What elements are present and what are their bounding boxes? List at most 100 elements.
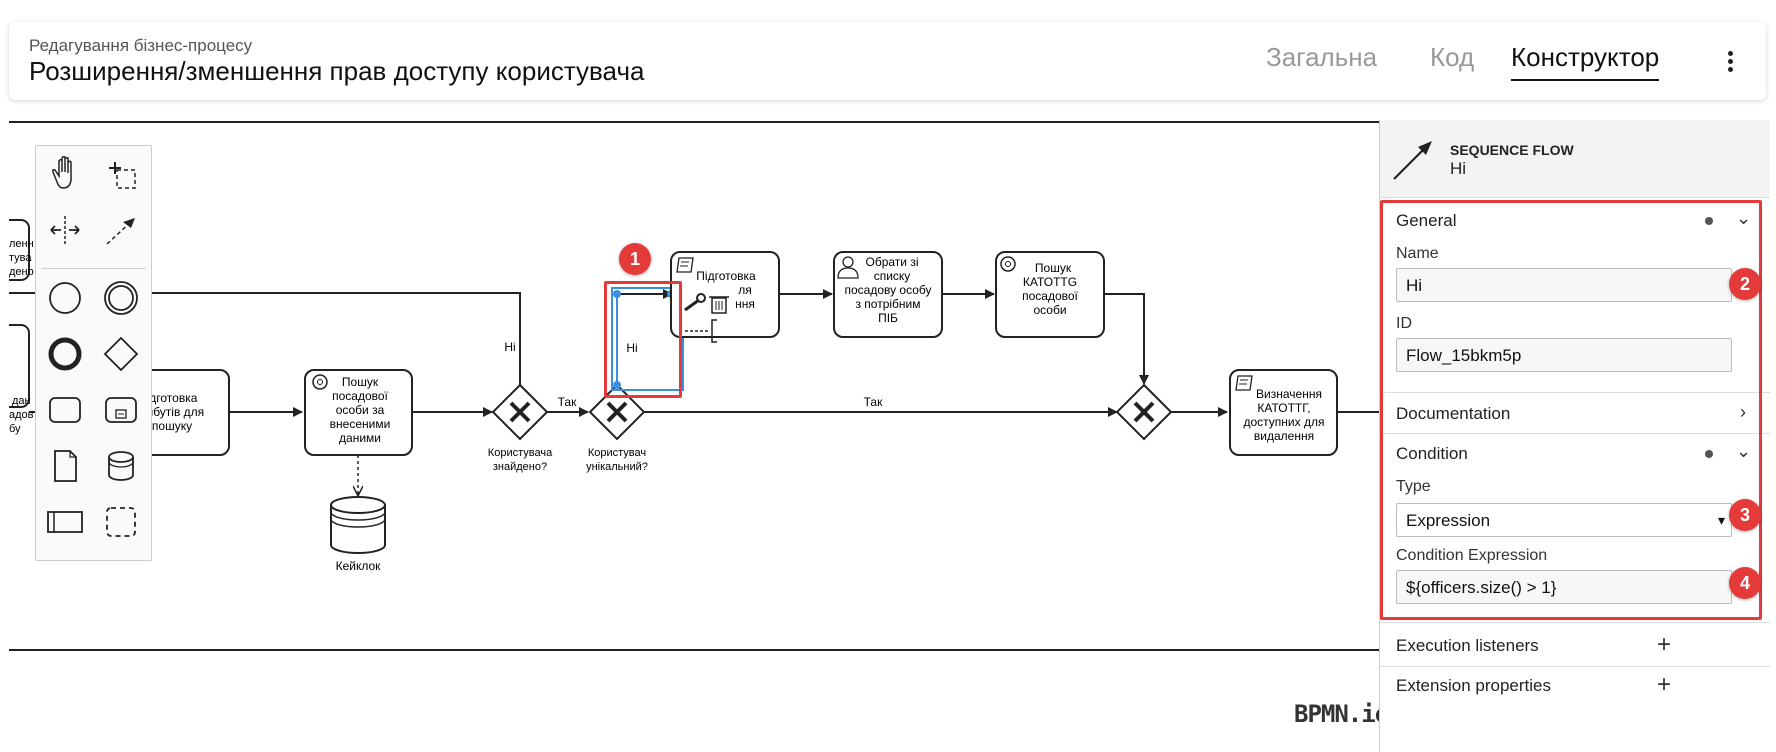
gateway2-label-line2: унікальний? xyxy=(586,461,648,473)
group-condition-title[interactable]: Condition xyxy=(1396,444,1468,463)
intermediate-event-icon[interactable] xyxy=(99,276,143,320)
task-choose-officer-line5: ПІБ xyxy=(878,311,898,325)
partial-task-bottom-line3: бу xyxy=(9,423,21,435)
badge-3: 3 xyxy=(1729,499,1761,531)
group-documentation-title[interactable]: Documentation xyxy=(1396,404,1511,423)
data-store-icon[interactable] xyxy=(99,444,143,488)
group-icon[interactable] xyxy=(99,500,143,544)
selection-outline xyxy=(611,287,684,391)
partial-task-top-line1: ленн xyxy=(9,238,34,250)
editor-header: Редагування бізнес-процесу Розширення/зм… xyxy=(9,22,1766,100)
end-event-icon[interactable] xyxy=(43,332,87,376)
task-icon[interactable] xyxy=(43,388,87,432)
flow-no-label-1: Ні xyxy=(504,340,515,354)
lasso-tool-icon[interactable] xyxy=(99,152,143,196)
flow-to-gateway3[interactable] xyxy=(1104,293,1149,385)
group-extension-properties-title[interactable]: Extension properties xyxy=(1396,676,1551,695)
condition-type-select[interactable]: Expression ▾ xyxy=(1396,503,1732,537)
tab-code[interactable]: Код xyxy=(1430,42,1475,72)
condition-expression-field[interactable]: ${officers.size() > 1} xyxy=(1396,570,1732,604)
divider xyxy=(1380,622,1770,623)
wrench-icon[interactable] xyxy=(684,293,706,312)
condition-expression-label: Condition Expression xyxy=(1396,547,1548,564)
data-object-icon[interactable] xyxy=(43,444,87,488)
selected-flow-label: Ні xyxy=(626,341,637,355)
task-prepare-2[interactable] xyxy=(670,251,780,338)
chevron-down-icon[interactable]: ⌄ xyxy=(1736,208,1752,228)
diagram-canvas[interactable]: ленн тува дено дан адов бу ідготовка риб… xyxy=(0,120,1379,652)
task-prepare-attributes-line2: рибутів для xyxy=(140,405,204,419)
sequence-flow-icon xyxy=(1393,141,1432,180)
task-define-katottg-line1: Визначення xyxy=(1256,387,1322,401)
general-changed-dot xyxy=(1705,217,1713,225)
task-choose-officer-line1: Обрати зі xyxy=(866,255,919,269)
tab-constructor[interactable]: Конструктор xyxy=(1511,42,1660,81)
partial-task-bottom-line2: адов xyxy=(9,409,34,421)
waypoint-handle-start[interactable] xyxy=(613,290,621,298)
badge-4: 4 xyxy=(1729,567,1761,599)
global-connect-icon[interactable] xyxy=(99,208,143,252)
task-define-katottg-line3: доступних для xyxy=(1244,415,1325,429)
tab-general[interactable]: Загальна xyxy=(1266,42,1378,72)
subprocess-icon[interactable] xyxy=(99,388,143,432)
bpmn-diagram[interactable]: ленн тува дено дан адов бу ідготовка риб… xyxy=(0,120,1379,652)
group-general-title[interactable]: General xyxy=(1396,211,1457,230)
task-search-katottg-line2: КАТОТТG xyxy=(1023,275,1077,289)
palette-separator xyxy=(42,268,146,269)
divider xyxy=(1380,392,1770,393)
task-define-katottg-line4: видалення xyxy=(1254,429,1314,443)
id-label: ID xyxy=(1396,315,1412,332)
task-prepare-2-line1: Підготовка xyxy=(696,269,756,283)
waypoint-handle-bottom[interactable] xyxy=(613,381,621,389)
gateway-user-found[interactable] xyxy=(491,383,549,441)
task-search-officer-line4: внесеними xyxy=(330,417,391,431)
flow-yes-label-2: Так xyxy=(864,395,883,409)
properties-panel: SEQUENCE FLOW Ні General ⌄ Name Ні ID Fl… xyxy=(1379,120,1776,752)
tool-palette xyxy=(35,145,152,561)
highlight-properties xyxy=(1380,200,1762,620)
user-icon xyxy=(837,256,859,279)
condition-changed-dot xyxy=(1705,450,1713,458)
space-tool-icon[interactable] xyxy=(43,208,87,252)
group-execution-listeners-title[interactable]: Execution listeners xyxy=(1396,636,1539,655)
gear-icon xyxy=(1000,256,1016,272)
task-choose-officer-line3: посадову особу xyxy=(844,283,931,297)
gateway2-label-line1: Користувач xyxy=(588,447,646,459)
add-execution-listener-icon[interactable]: + xyxy=(1657,631,1672,658)
partial-task-top-line2: тува xyxy=(9,252,32,264)
gateway-icon[interactable] xyxy=(99,332,143,376)
trash-icon[interactable] xyxy=(709,296,729,314)
partial-task-bottom-line1: дан xyxy=(12,395,31,407)
task-prepare-attributes-line1: ідготовка xyxy=(147,391,198,405)
divider xyxy=(1380,666,1770,667)
task-choose-officer-line2: списку xyxy=(874,269,911,283)
task-search-officer-line1: Пошук xyxy=(342,375,379,389)
text-annotation-icon[interactable] xyxy=(685,319,717,343)
task-prepare-2-line3: ння xyxy=(735,297,755,311)
name-field[interactable]: Ні xyxy=(1396,268,1732,302)
chevron-down-icon[interactable]: ⌄ xyxy=(1736,441,1752,461)
chevron-right-icon[interactable]: › xyxy=(1740,402,1746,422)
script-icon xyxy=(1235,375,1253,391)
more-menu-icon[interactable] xyxy=(1723,48,1737,78)
chevron-down-icon: ▾ xyxy=(1717,512,1725,528)
datastore-keycloak[interactable] xyxy=(330,496,386,554)
gateway-user-unique[interactable] xyxy=(588,383,646,441)
id-field[interactable]: Flow_15bkm5p xyxy=(1396,338,1732,372)
flow-no-back[interactable] xyxy=(9,292,521,385)
condition-type-value: Expression xyxy=(1406,511,1491,530)
page-title: Розширення/зменшення прав доступу корист… xyxy=(29,56,645,86)
hand-tool-icon[interactable] xyxy=(43,152,87,196)
partial-task-top-line3: дено xyxy=(9,266,34,278)
task-search-officer-line2: посадової xyxy=(332,389,388,403)
badge-1: 1 xyxy=(619,243,651,275)
pool-icon[interactable] xyxy=(43,500,87,544)
flow-yes-label-1: Так xyxy=(558,395,577,409)
highlight-selected-flow xyxy=(604,281,682,398)
element-type: SEQUENCE FLOW xyxy=(1450,142,1574,158)
gateway-merge[interactable] xyxy=(1115,383,1173,441)
add-extension-property-icon[interactable]: + xyxy=(1657,671,1672,698)
start-event-icon[interactable] xyxy=(43,276,87,320)
task-choose-officer-line4: з потрібним xyxy=(855,297,920,311)
bpmn-io-watermark[interactable]: BPMN.io xyxy=(1294,700,1389,728)
